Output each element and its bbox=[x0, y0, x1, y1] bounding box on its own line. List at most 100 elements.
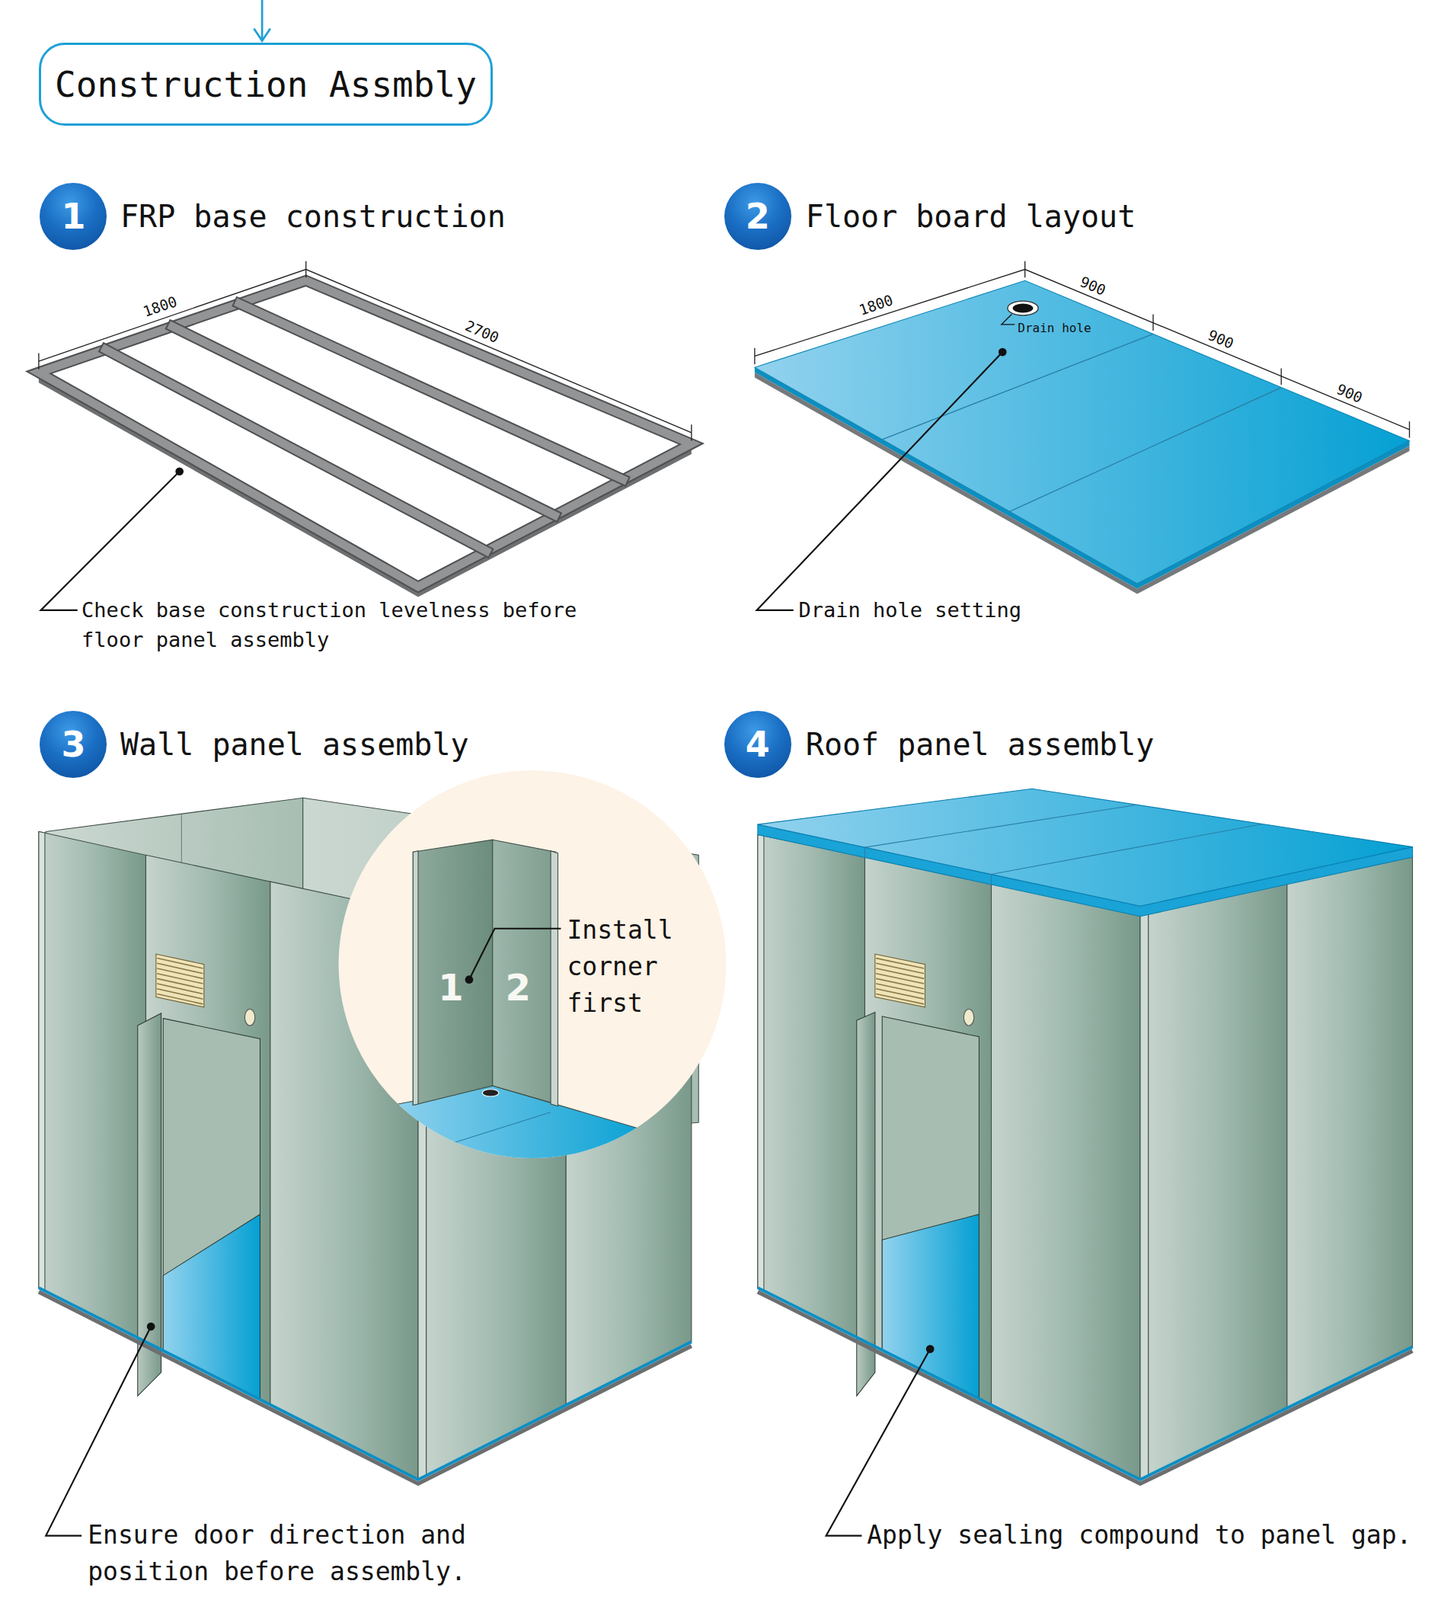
leader-line bbox=[926, 1344, 935, 1353]
cabin-with-roof bbox=[991, 881, 1141, 1480]
frp-base-frame bbox=[38, 280, 692, 587]
dimension: 1800 bbox=[856, 291, 895, 320]
dimension-lines bbox=[38, 269, 692, 433]
cabin-with-roof bbox=[757, 834, 866, 1342]
dimension-lines bbox=[38, 352, 39, 369]
leader-line bbox=[757, 351, 1004, 611]
part-name: Drain hole bbox=[1017, 320, 1091, 336]
cabin-with-roof bbox=[881, 1016, 979, 1399]
cabin-with-roof bbox=[757, 1287, 1413, 1480]
cabin-with-roof bbox=[875, 958, 924, 1004]
step-heading: FRP base construction bbox=[120, 198, 506, 234]
cabin-with-roof bbox=[864, 846, 866, 857]
label-wrap: Ensure door direction and position befor… bbox=[87, 1516, 484, 1590]
cabin-with-roof bbox=[864, 856, 991, 1405]
leader-line bbox=[45, 1322, 155, 1536]
wall-assembly bbox=[38, 1287, 692, 1480]
step-heading: Wall panel assembly bbox=[120, 726, 470, 762]
dimension-lines bbox=[754, 269, 1410, 430]
wall-assembly bbox=[156, 958, 203, 1004]
callout-note: Apply sealing compound to panel gap. bbox=[866, 1519, 1412, 1550]
frp-base-frame bbox=[239, 303, 624, 480]
panel-order-number: 1 bbox=[437, 968, 464, 1006]
wall-assembly bbox=[162, 1214, 260, 1399]
floor-boards bbox=[754, 280, 1410, 594]
leader-line bbox=[41, 466, 184, 611]
step-number-circle: 3Wall panel assembly bbox=[39, 710, 107, 778]
step-number-circle: 1FRP base construction bbox=[39, 182, 107, 250]
leader-line bbox=[175, 466, 184, 476]
dimension: 1800 bbox=[140, 292, 179, 320]
leader-line bbox=[146, 1322, 156, 1331]
step-number: 2 bbox=[745, 198, 771, 234]
frp-base-frame bbox=[239, 303, 624, 480]
corner-detail-inset bbox=[550, 850, 558, 1106]
dimension: 900 bbox=[1077, 272, 1109, 299]
cabin-with-roof bbox=[757, 1291, 1413, 1484]
flow-arrow bbox=[261, 0, 264, 39]
step-heading-wrap: Wall panel assembly bbox=[120, 725, 470, 763]
cabin-with-roof bbox=[990, 874, 992, 885]
leader-line bbox=[41, 471, 180, 611]
dimension-lines bbox=[305, 261, 307, 278]
label-wrap: 900 bbox=[1077, 271, 1109, 300]
corner-detail-inset bbox=[412, 839, 493, 1105]
wall-assembly bbox=[38, 831, 45, 1292]
corner-detail-inset bbox=[440, 1112, 551, 1148]
label-wrap: 2700 bbox=[463, 316, 503, 347]
cabin-with-roof bbox=[757, 788, 1413, 906]
dimension-lines bbox=[690, 424, 692, 441]
wall-assembly bbox=[162, 1018, 260, 1400]
wall-assembly bbox=[145, 854, 270, 1405]
panel-order-number: 2 bbox=[505, 968, 531, 1006]
cabin-with-roof bbox=[875, 953, 926, 1007]
label-wrap: 1800 bbox=[140, 291, 180, 321]
leader-line bbox=[826, 1348, 931, 1536]
cabin-with-roof bbox=[1287, 854, 1413, 1408]
title-frame: Construction Assmbly bbox=[38, 42, 493, 126]
label-wrap: 900 bbox=[1204, 325, 1237, 353]
wall-assembly bbox=[244, 1009, 255, 1026]
leader-line bbox=[45, 1326, 151, 1536]
dimension: 900 bbox=[1205, 325, 1237, 352]
callout-note: Check base construction levelness before… bbox=[81, 597, 577, 652]
step-heading-wrap: FRP base construction bbox=[120, 198, 506, 235]
label-wrap: 900 bbox=[1333, 379, 1365, 407]
corner-detail-inset bbox=[338, 770, 727, 1168]
cabin-with-roof bbox=[991, 823, 1263, 874]
label-wrap: Apply sealing compound to panel gap. bbox=[866, 1516, 1412, 1554]
step-heading: Floor board layout bbox=[805, 198, 1136, 234]
floor-boards bbox=[1007, 300, 1039, 316]
step-heading: Roof panel assembly bbox=[805, 726, 1155, 762]
corner-detail-inset bbox=[492, 839, 557, 1104]
cabin-with-roof bbox=[757, 834, 764, 1292]
callout-note: Install corner first bbox=[566, 911, 698, 1022]
wall-assembly bbox=[38, 831, 147, 1343]
cabin-with-roof bbox=[757, 788, 1413, 1483]
flow-arrow bbox=[253, 0, 270, 42]
cabin-with-roof bbox=[864, 804, 1138, 847]
frp-base-frame bbox=[38, 280, 692, 587]
step-number: 4 bbox=[745, 726, 771, 762]
flow-arrow bbox=[253, 28, 270, 42]
floor-boards bbox=[881, 333, 1154, 439]
label-wrap: Check base construction levelness before… bbox=[81, 594, 600, 655]
leader-line bbox=[998, 348, 1007, 357]
wall-assembly bbox=[38, 1291, 692, 1484]
step-heading-wrap: Floor board layout bbox=[805, 198, 1136, 235]
callout-note: Drain hole setting bbox=[798, 597, 1022, 622]
dimension-lines bbox=[754, 348, 755, 365]
dimension-lines bbox=[1281, 367, 1282, 384]
wall-assembly bbox=[156, 953, 205, 1007]
label-wrap: Drain hole setting bbox=[798, 596, 1022, 624]
cabin-with-roof bbox=[881, 1214, 979, 1399]
step-heading-wrap: Roof panel assembly bbox=[805, 725, 1155, 763]
cabin-with-roof bbox=[963, 1009, 974, 1026]
corner-detail-inset bbox=[412, 850, 419, 1105]
dimension-lines bbox=[1024, 261, 1026, 278]
dimension-lines bbox=[38, 261, 692, 441]
dimension: 2700 bbox=[463, 316, 502, 346]
cabin-with-roof bbox=[1140, 910, 1149, 1480]
